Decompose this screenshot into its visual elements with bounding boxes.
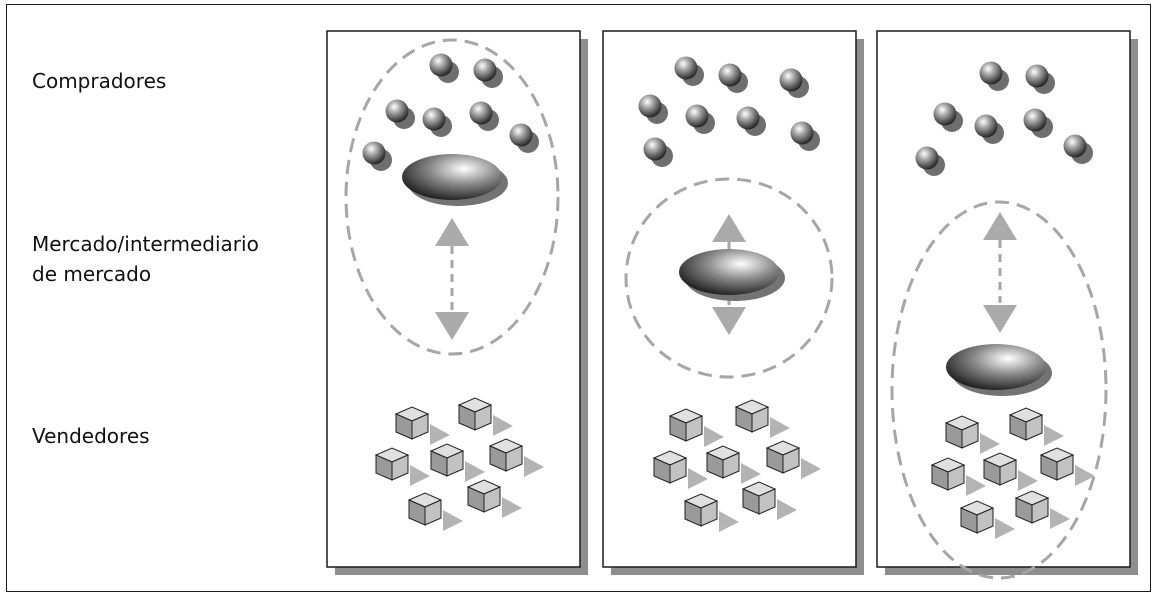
label-buyers: Compradores xyxy=(32,69,167,93)
market-sellers-group-outline xyxy=(890,200,1108,580)
label-sellers: Vendedores xyxy=(32,424,150,448)
panel-2 xyxy=(602,30,864,575)
double-arrow-icon xyxy=(435,218,469,340)
panel-3 xyxy=(876,30,1138,580)
label-market-line2: de mercado xyxy=(32,262,152,286)
label-market: Mercado/intermediario de mercado xyxy=(32,229,259,289)
market-standalone-outline xyxy=(624,177,834,379)
double-arrow-icon xyxy=(983,212,1017,333)
market-buyers-group-outline xyxy=(344,38,560,356)
panel-1 xyxy=(326,30,588,575)
figure-frame xyxy=(6,4,1151,592)
label-market-line1: Mercado/intermediario xyxy=(32,232,259,256)
